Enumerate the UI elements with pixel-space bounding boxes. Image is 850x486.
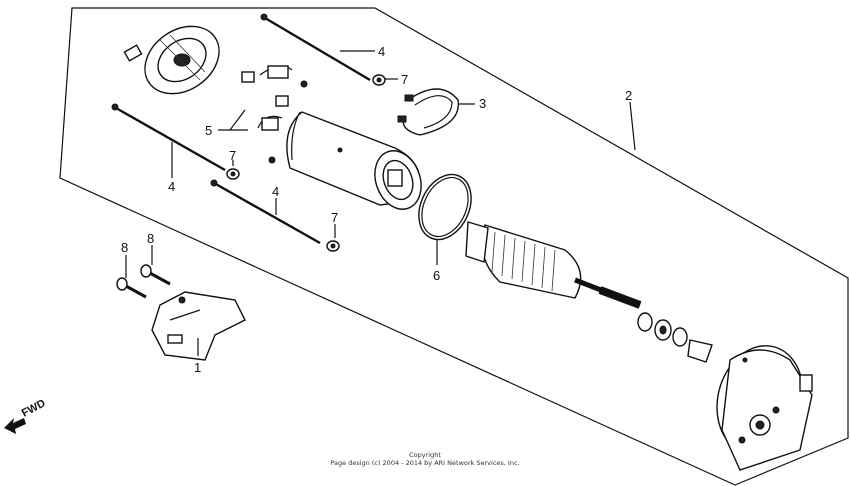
nut-lower xyxy=(326,240,340,252)
bolt-a xyxy=(116,277,147,299)
callout-4b: 4 xyxy=(168,179,175,194)
leader-2 xyxy=(629,101,636,151)
callout-2: 2 xyxy=(625,88,632,103)
yoke-case xyxy=(286,111,422,210)
callout-4a: 4 xyxy=(378,44,385,59)
front-housing xyxy=(716,345,813,471)
callout-8a: 8 xyxy=(121,240,128,255)
callout-7c: 7 xyxy=(331,210,338,225)
through-bolt-upper xyxy=(260,13,371,82)
callout-7a: 7 xyxy=(401,72,408,87)
nut-left xyxy=(226,168,240,180)
leader-5 xyxy=(218,109,248,131)
copyright-line-2: Page design (c) 2004 - 2014 by ARI Netwo… xyxy=(330,459,520,467)
callout-8b: 8 xyxy=(147,231,154,246)
brush-set xyxy=(241,65,308,164)
callout-4c: 4 xyxy=(272,184,279,199)
callout-3: 3 xyxy=(479,96,486,111)
rear-housing xyxy=(123,25,220,95)
fwd-indicator: FWD xyxy=(4,397,48,434)
callout-6: 6 xyxy=(433,268,440,283)
o-ring xyxy=(418,173,472,241)
copyright-line-1: Copyright xyxy=(409,451,441,459)
through-bolt-left xyxy=(111,103,226,172)
callout-5: 5 xyxy=(205,123,212,138)
callout-7b: 7 xyxy=(229,148,236,163)
callout-1: 1 xyxy=(194,360,201,375)
nut-upper xyxy=(372,74,386,86)
washer-set xyxy=(637,312,713,363)
through-bolt-lower xyxy=(210,179,321,245)
assembly-boundary xyxy=(59,7,849,486)
fwd-label: FWD xyxy=(20,397,48,419)
brush-clamp xyxy=(397,88,459,136)
armature xyxy=(465,221,642,309)
fwd-arrow-icon xyxy=(4,418,26,434)
bolt-b xyxy=(140,264,171,286)
mounting-bracket xyxy=(151,291,246,361)
